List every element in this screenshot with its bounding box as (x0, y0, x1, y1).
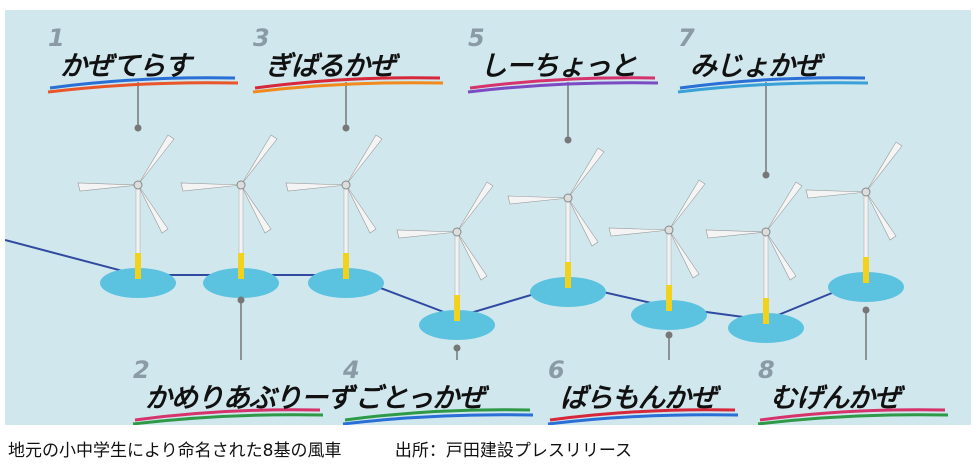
foundation-base (100, 268, 176, 298)
blade (396, 229, 458, 239)
blade (345, 134, 383, 186)
label-swoosh (677, 81, 869, 94)
blade (456, 181, 494, 233)
label-swoosh (757, 413, 949, 426)
label-swoosh (132, 413, 324, 426)
blade (608, 227, 670, 237)
label-swoosh (759, 408, 946, 422)
turbine-number: 2 (133, 356, 150, 384)
hub (664, 225, 674, 235)
blade (865, 141, 903, 193)
tower-yellow-section (135, 253, 141, 279)
blade (345, 184, 377, 234)
label-swoosh (342, 413, 534, 426)
label-swoosh (252, 81, 444, 94)
label-swoosh (134, 408, 321, 422)
turbine-number: 4 (343, 356, 360, 384)
label-swoosh (679, 76, 866, 90)
blade (668, 229, 700, 279)
foundation-base (308, 268, 384, 298)
caption-source: 出所：戸田建設プレスリリース (394, 441, 633, 461)
tower-yellow-section (238, 253, 244, 279)
blade (668, 179, 706, 231)
turbine-diagram (4, 76, 949, 426)
turbine-number: 7 (678, 24, 695, 52)
hub (133, 180, 143, 190)
hub (563, 193, 573, 203)
turbine-number: 3 (253, 24, 270, 52)
label-pin-dot (564, 136, 572, 144)
foundation-base (728, 313, 804, 343)
label-pin-dot (862, 306, 870, 314)
blade (180, 182, 242, 192)
label-swoosh (467, 81, 659, 94)
turbine-number: 8 (758, 356, 775, 384)
label-pin-dot (453, 344, 461, 352)
hub (341, 180, 351, 190)
turbine-name-label: かめりあぶりーず (145, 383, 354, 414)
label-swoosh (47, 81, 239, 94)
label-pin-dot (134, 124, 142, 132)
label-pin-dot (665, 331, 673, 339)
turbine-name-label: むげんかぜ (770, 383, 901, 414)
turbine-name-label: しーちょっと (480, 51, 637, 82)
blade (137, 184, 169, 234)
label-swoosh (547, 413, 739, 426)
label-pin-dot (237, 296, 245, 304)
caption-description: 地元の小中学生により命名された8基の風車 (8, 441, 342, 461)
turbine-name-label: ぎばるかぜ (265, 51, 396, 82)
tower-yellow-section (343, 253, 349, 279)
blade (240, 184, 272, 234)
blade (507, 195, 569, 205)
label-swoosh (254, 76, 441, 90)
turbine-number: 1 (48, 24, 65, 52)
blade (456, 231, 488, 281)
blade (137, 134, 175, 186)
tower-yellow-section (666, 285, 672, 311)
blade (765, 231, 797, 281)
label-swoosh (549, 408, 736, 422)
hub (761, 227, 771, 237)
hub (861, 187, 871, 197)
tower-yellow-section (565, 262, 571, 288)
tower-yellow-section (863, 257, 869, 283)
caption: 地元の小中学生により命名された8基の風車 出所：戸田建設プレスリリース (8, 436, 680, 461)
turbine-name-label: ごとっかぜ (355, 383, 485, 414)
turbine-name-label: みじょかぜ (690, 51, 821, 82)
label-swoosh (49, 76, 236, 90)
foundation-base (203, 268, 279, 298)
blade (865, 191, 897, 241)
label-swoosh (469, 76, 656, 90)
label-pin-dot (762, 171, 770, 179)
foundation-base (530, 277, 606, 307)
turbine-number: 6 (548, 356, 565, 384)
label-swoosh (344, 408, 531, 422)
turbine-name-label: ばらもんかぜ (560, 383, 717, 414)
tower-yellow-section (763, 298, 769, 324)
turbine-name-label: かぜてらす (60, 51, 191, 82)
tower-yellow-section (454, 295, 460, 321)
foundation-base (419, 310, 495, 340)
foundation-base (631, 300, 707, 330)
blade (240, 134, 278, 186)
blade (567, 147, 605, 199)
blade (77, 182, 139, 192)
blade (705, 229, 767, 239)
hub (452, 227, 462, 237)
hub (236, 180, 246, 190)
foundation-base (828, 272, 904, 302)
blade (285, 182, 347, 192)
turbine-number: 5 (468, 24, 485, 52)
blade (805, 189, 867, 199)
blade (765, 181, 803, 233)
label-pin-dot (342, 124, 350, 132)
blade (567, 197, 599, 247)
